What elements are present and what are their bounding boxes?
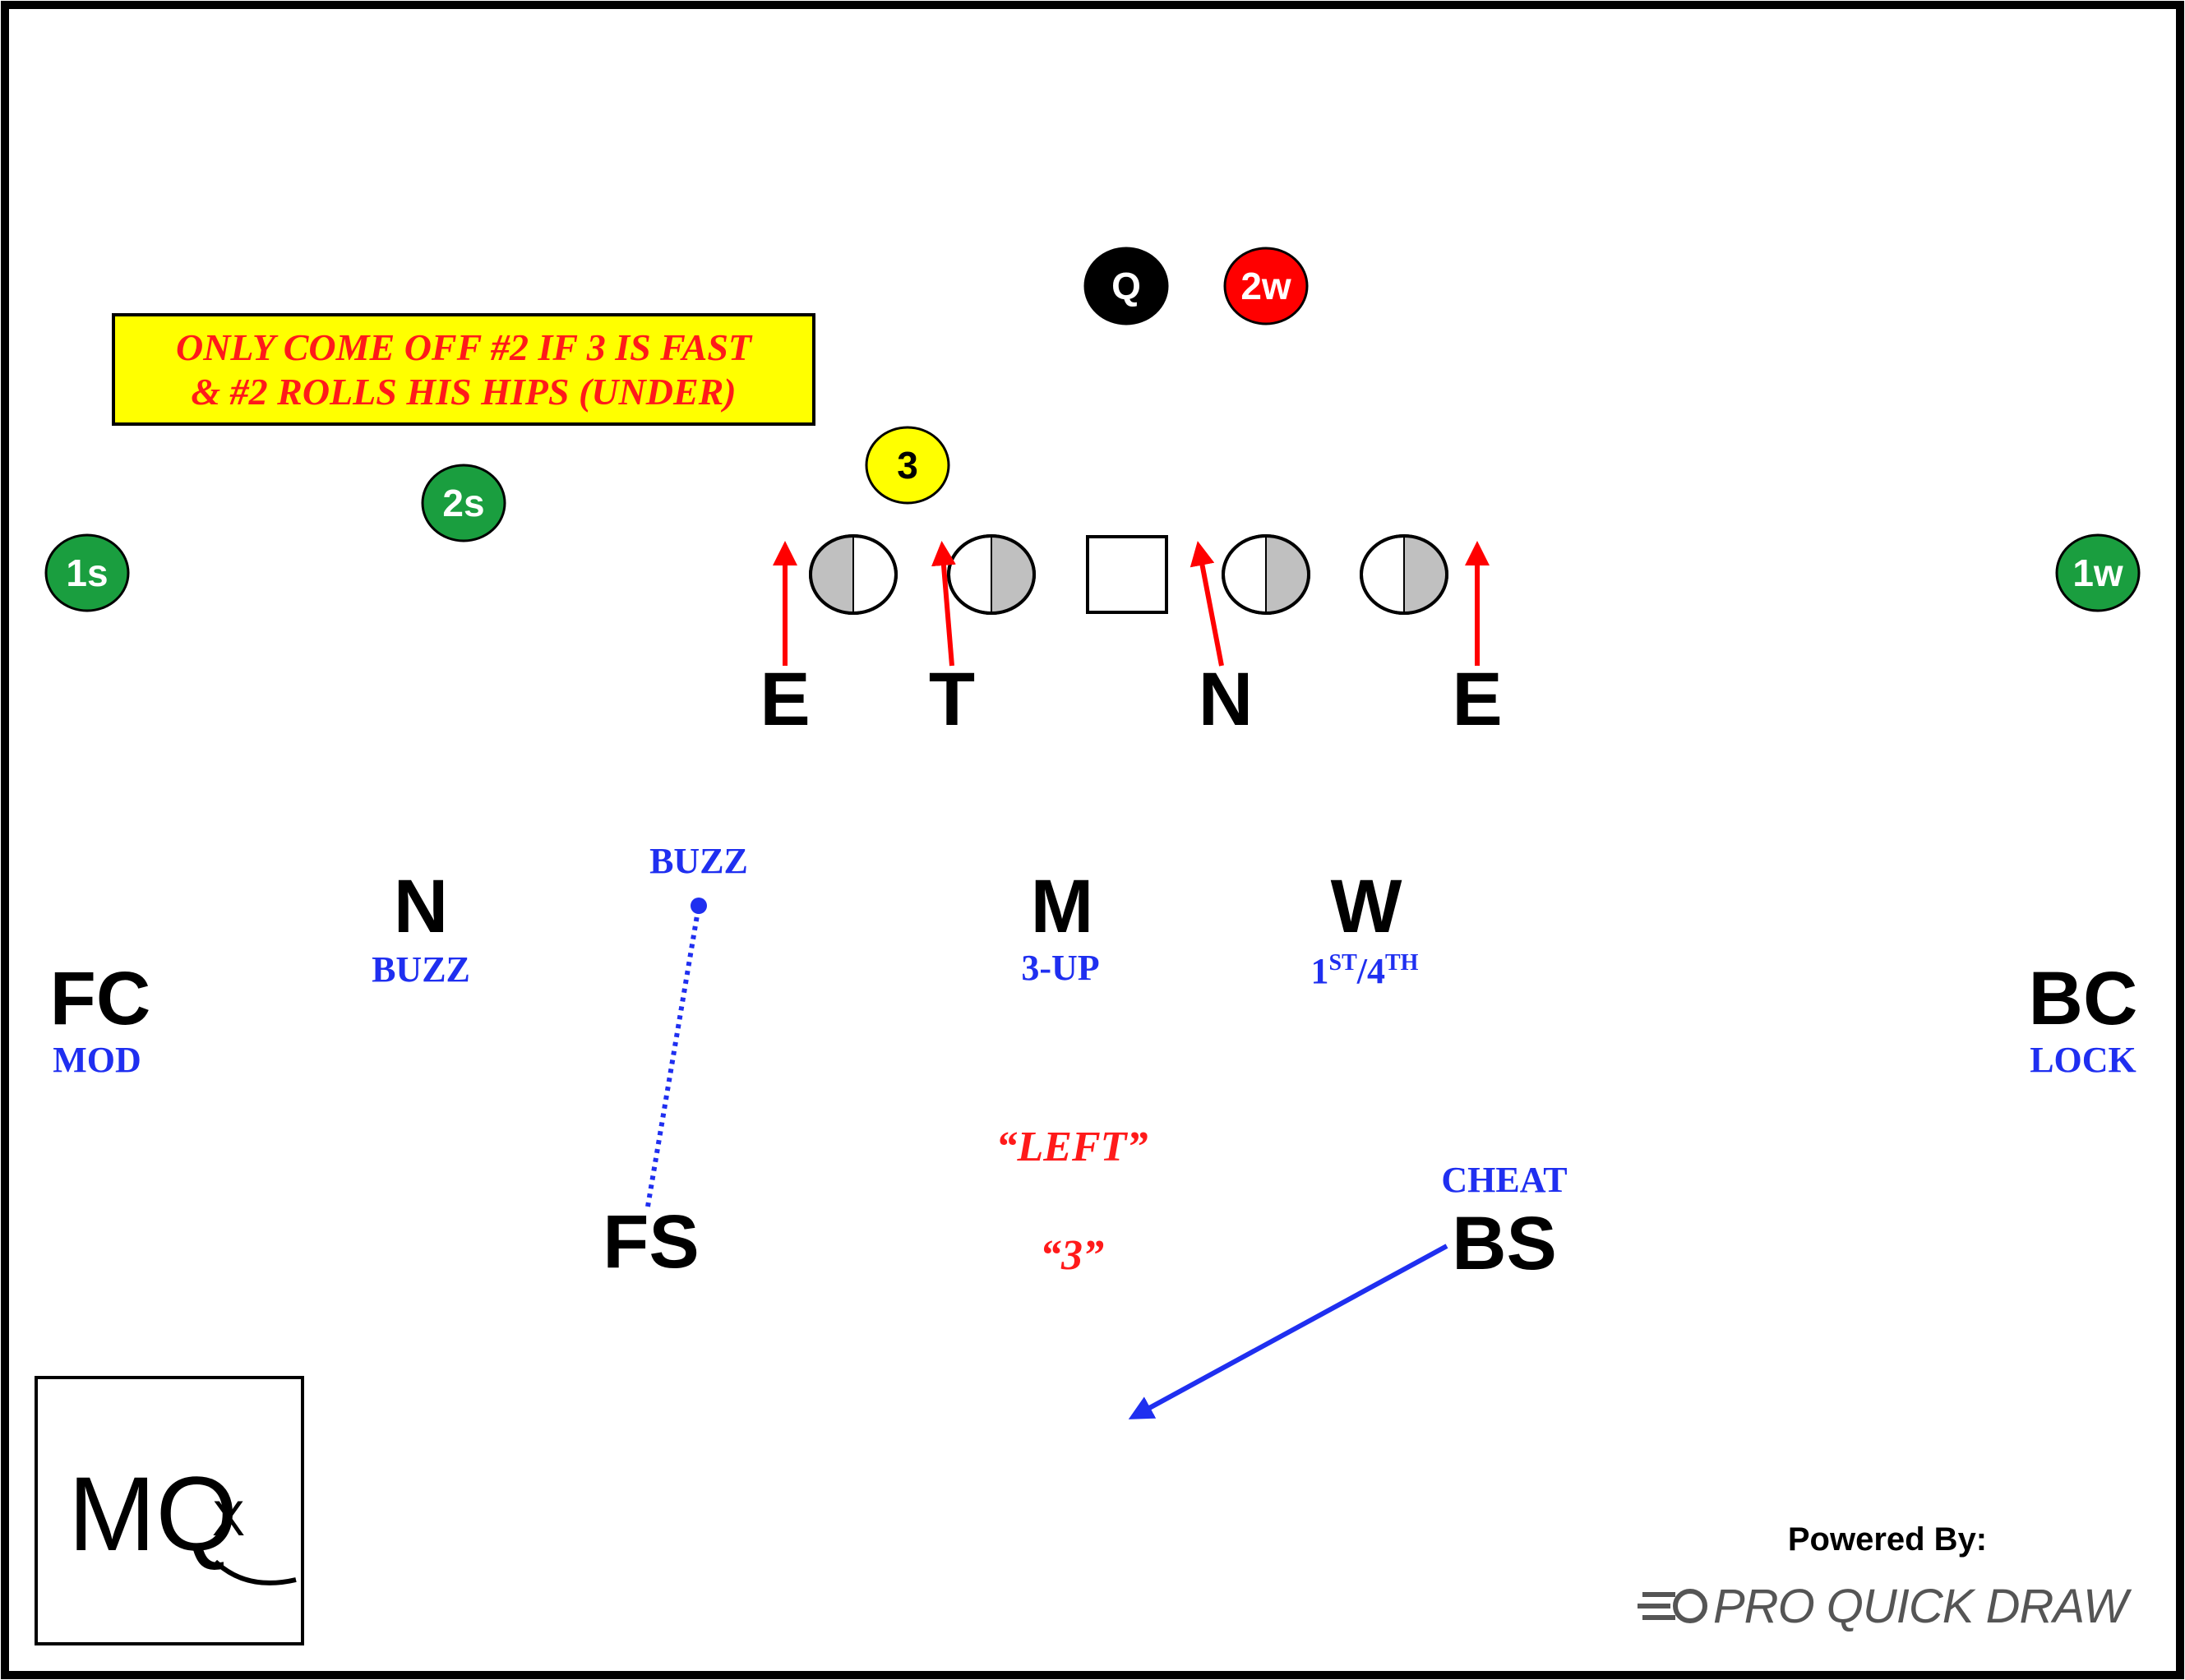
note-line-1: ONLY COME OFF #2 IF 3 IS FAST [176,326,753,368]
bs-assignment: CHEAT [1441,1160,1567,1200]
mqx-logo: MQ X [35,1376,304,1645]
lb-w-label: W [1331,865,1402,948]
bc-label: BC [2029,957,2138,1041]
receiver-1s-label: 1s [66,552,108,594]
lb-w-asg-second-sup: TH [1385,950,1419,976]
center-square [1086,535,1168,614]
note-line-2: & #2 ROLLS HIS HIPS (UNDER) [191,371,736,413]
receiver-1w-marker: 1w [2055,533,2141,612]
bs-label: BS [1452,1202,1557,1285]
fs-buzz-endpoint [691,898,707,914]
bc-assignment: LOCK [2030,1040,2136,1080]
lb-w-asg-first-sup: ST [1329,950,1358,976]
receiver-1s-marker: 1s [44,533,130,612]
pro-quick-draw-mark-icon [1638,1589,1707,1623]
note-box [112,313,815,426]
fc-label: FC [50,957,151,1041]
mqx-logo-box [35,1376,304,1645]
qb-marker: Q [1083,247,1169,325]
receiver-3-label: 3 [897,444,918,487]
lb-m-assignment: 3-UP [1021,948,1099,988]
dline-t: T [929,658,975,741]
back-2w-label: 2w [1240,265,1291,307]
lb-m-label: M [1031,865,1094,948]
lineman-4 [1222,534,1310,615]
lineman-2 [947,534,1036,615]
receiver-2s-marker: 2s [421,464,506,542]
call-left: “LEFT” [996,1124,1148,1170]
bs-cheat-arrow [1128,1244,1448,1419]
coaching-note: ONLY COME OFF #2 IF 3 IS FAST & #2 ROLLS… [112,313,815,426]
lineman-5 [1360,534,1448,615]
n-rush-arrow [1190,541,1224,667]
mqx-logo-x: X [212,1491,245,1546]
fc-assignment: MOD [53,1040,141,1080]
dline-e-left: E [760,658,810,741]
receiver-1w-label: 1w [2072,552,2123,594]
receiver-2s-label: 2s [442,482,484,524]
t-rush-arrow [931,541,956,667]
lb-w-asg-sep: /4 [1356,951,1385,991]
mqx-logo-text: MQ [68,1456,238,1573]
fs-buzz-label: BUZZ [649,841,748,881]
mqx-logo-tail [213,1559,297,1585]
lb-n-label: N [394,865,448,948]
dline-rush-arrows [773,541,1490,667]
lb-w-asg-first: 1 [1311,951,1329,991]
receiver-3-marker: 3 [865,426,950,505]
fs-buzz-path [645,905,701,1207]
call-3: “3” [1040,1232,1104,1279]
lb-w-assignment: 1ST/4TH [1311,950,1419,991]
powered-by: Powered By: [1788,1521,1987,1558]
offensive-line [809,534,1448,615]
lb-n-assignment: BUZZ [372,949,470,990]
dline-e-right: E [1452,658,1502,741]
dline-n: N [1199,658,1253,741]
fs-label: FS [603,1200,700,1284]
back-2w-marker: 2w [1223,247,1309,325]
qb-label: Q [1111,265,1141,307]
lineman-1 [809,534,898,615]
pro-quick-draw-logo: PRO QUICK DRAW [1638,1580,2133,1633]
pro-quick-draw-text: PRO QUICK DRAW [1713,1580,2132,1633]
